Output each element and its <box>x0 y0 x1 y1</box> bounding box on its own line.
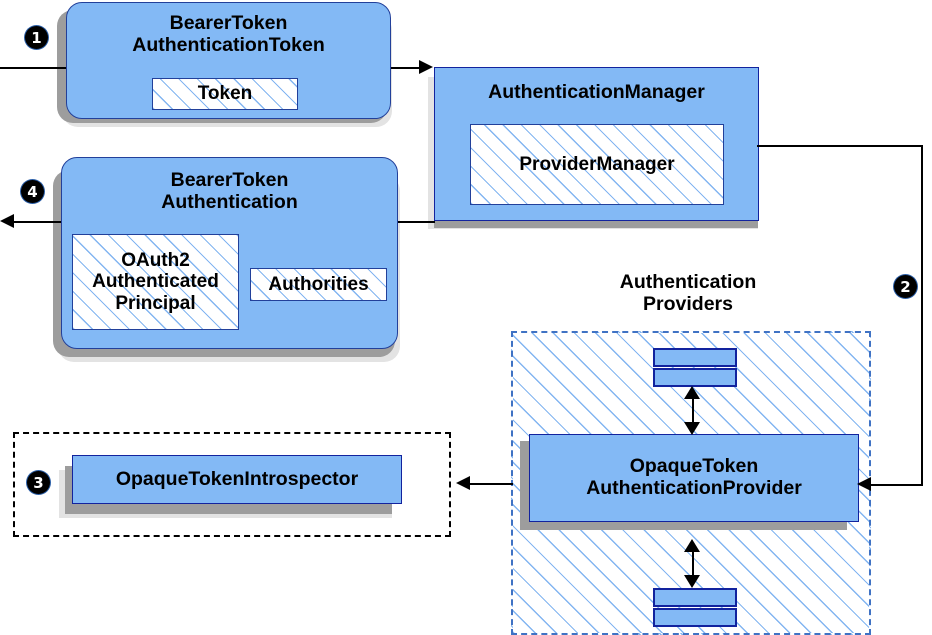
arrowhead-out-response <box>0 214 14 228</box>
arrowhead-provider-bottom-down <box>684 575 700 588</box>
arrowhead-provider-to-introspector <box>456 476 470 490</box>
connector-provider-top <box>692 392 694 428</box>
arrowhead-provider-top-up <box>684 386 700 399</box>
inner-authorities-box[interactable] <box>250 268 387 301</box>
step-badge-4: 4 <box>21 180 44 203</box>
provider-stack-top-bar-2 <box>653 368 737 387</box>
node-opaque-token-introspector[interactable] <box>72 455 402 504</box>
inner-oauth2-principal-box[interactable] <box>72 234 239 330</box>
connector-provider-to-introspector <box>470 483 513 485</box>
provider-stack-top-bar-1 <box>653 348 737 367</box>
arrowhead-provider-top-down <box>684 422 700 435</box>
arrowhead-provider-bottom-up <box>684 539 700 552</box>
step-badge-2: 2 <box>894 275 917 298</box>
connector-in-request <box>0 67 66 69</box>
step-badge-3: 3 <box>27 471 50 494</box>
connector-right-vertical <box>921 145 923 485</box>
arrowhead-into-provider <box>857 477 871 491</box>
connector-manager-to-auth <box>398 221 435 223</box>
inner-provider-manager-box[interactable] <box>470 124 724 205</box>
connector-into-provider <box>870 484 923 486</box>
arrowhead-token-to-manager <box>419 60 433 74</box>
opaque-token-introspector-container <box>13 432 451 537</box>
connector-manager-right <box>757 145 923 147</box>
provider-stack-bottom-bar-2 <box>653 608 737 627</box>
inner-token-box[interactable] <box>152 78 298 110</box>
node-opaque-token-authentication-provider[interactable] <box>529 434 859 522</box>
connector-token-to-manager <box>391 67 421 69</box>
connector-auth-to-out <box>14 221 61 223</box>
connector-provider-bottom <box>692 545 694 581</box>
authentication-providers-title: Authentication Providers <box>619 271 757 315</box>
step-badge-1: 1 <box>25 26 48 49</box>
provider-stack-bottom-bar-1 <box>653 588 737 607</box>
